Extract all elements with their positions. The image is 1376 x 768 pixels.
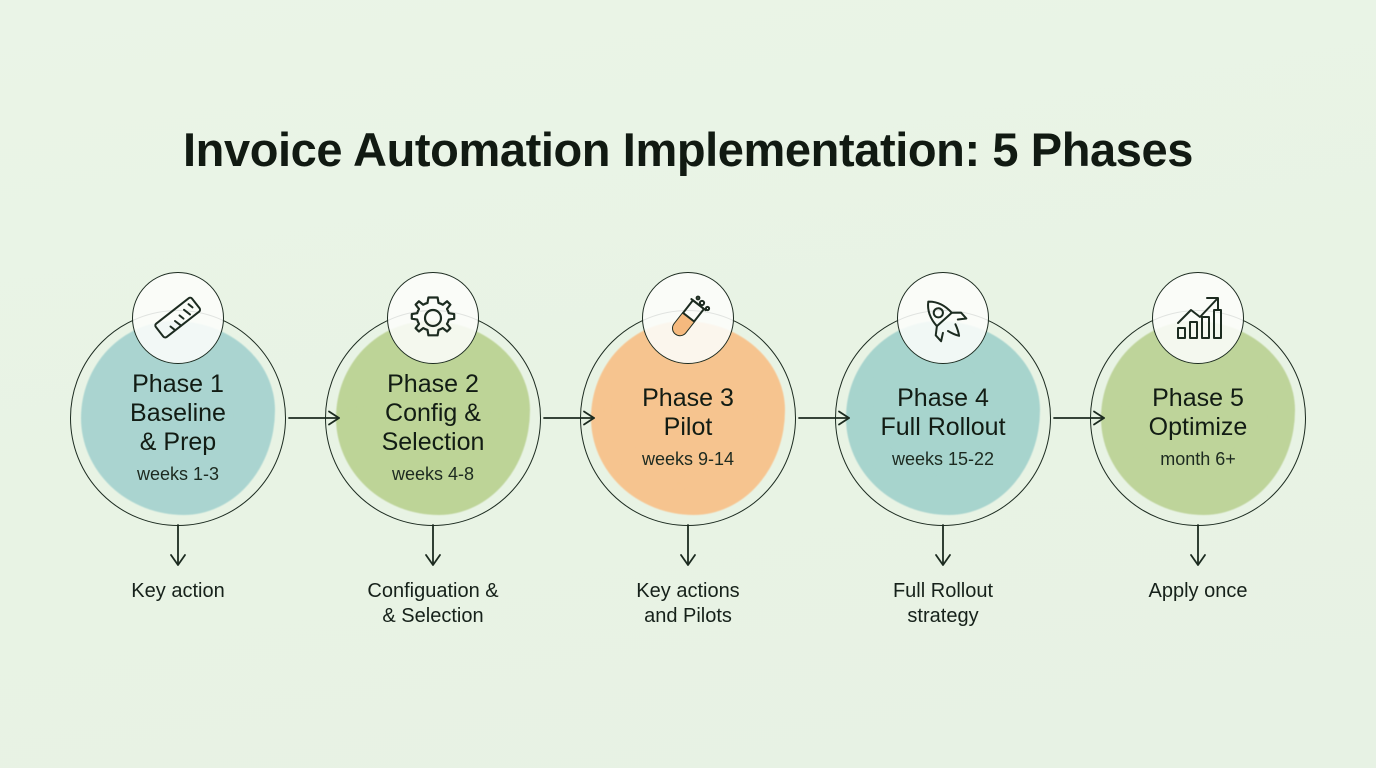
caption-group-5: Apply once	[1090, 524, 1306, 604]
phase-name-3: Phase 3	[642, 384, 734, 412]
phase-text-2: Phase 2 Config & Selection weeks 4-8	[325, 310, 541, 526]
phase-label-3: Pilot	[663, 413, 713, 441]
connector-arrow-2-3	[542, 405, 604, 431]
ruler-icon	[132, 272, 224, 364]
test-tube-icon	[642, 272, 734, 364]
phase-name-5: Phase 5	[1152, 384, 1244, 412]
connector-arrow-3-4	[797, 405, 859, 431]
phase-timing-2: weeks 4-8	[391, 463, 475, 484]
phase-name-2: Phase 2	[387, 369, 479, 398]
phase-node-5[interactable]: Phase 5 Optimize month 6+	[1090, 272, 1306, 526]
phase-timing-3: weeks 9-14	[641, 449, 735, 469]
caption-text-1: Key action	[131, 580, 225, 602]
caption-group-4: Full Rollout strategy	[835, 524, 1051, 629]
phase-node-1[interactable]: Phase 1 Baseline & Prep weeks 1-3	[70, 272, 286, 526]
page-title: Invoice Automation Implementation: 5 Pha…	[182, 123, 1194, 176]
phase-timing-1: weeks 1-3	[136, 463, 220, 484]
caption-text-3: Key actions and Pilots	[636, 580, 740, 627]
phase-timing-5: month 6+	[1160, 449, 1236, 469]
phase-label-2: Config & Selection	[381, 398, 485, 456]
caption-text-2: Configuation & & Selection	[367, 580, 499, 627]
rocket-icon	[897, 272, 989, 364]
drop-arrow-icon-5	[1190, 524, 1206, 566]
phase-label-1: Baseline & Prep	[130, 398, 226, 456]
phase-node-2[interactable]: Phase 2 Config & Selection weeks 4-8	[325, 272, 541, 526]
growth-chart-icon	[1152, 272, 1244, 364]
gear-icon	[387, 272, 479, 364]
phase-text-3: Phase 3 Pilot weeks 9-14	[580, 310, 796, 526]
phase-timing-4: weeks 15-22	[891, 449, 995, 469]
phase-name-1: Phase 1	[132, 369, 224, 398]
connector-arrow-4-5	[1052, 405, 1114, 431]
drop-arrow-icon-3	[680, 524, 696, 566]
phase-label-4: Full Rollout	[880, 413, 1006, 441]
phase-text-4: Phase 4 Full Rollout weeks 15-22	[835, 310, 1051, 526]
caption-text-5: Apply once	[1148, 580, 1248, 602]
phase-node-3[interactable]: Phase 3 Pilot weeks 9-14	[580, 272, 796, 526]
drop-arrow-icon-1	[170, 524, 186, 566]
phase-text-5: Phase 5 Optimize month 6+	[1090, 310, 1306, 526]
phase-name-4: Phase 4	[897, 384, 989, 412]
phase-label-5: Optimize	[1148, 413, 1248, 441]
drop-arrow-icon-2	[425, 524, 441, 566]
caption-group-1: Key action	[70, 524, 286, 604]
phase-text-1: Phase 1 Baseline & Prep weeks 1-3	[70, 310, 286, 526]
caption-text-4: Full Rollout strategy	[892, 580, 994, 627]
connector-arrow-1-2	[287, 405, 349, 431]
caption-group-3: Key actions and Pilots	[580, 524, 796, 629]
caption-group-2: Configuation & & Selection	[325, 524, 541, 629]
phase-node-4[interactable]: Phase 4 Full Rollout weeks 15-22	[835, 272, 1051, 526]
drop-arrow-icon-4	[935, 524, 951, 566]
